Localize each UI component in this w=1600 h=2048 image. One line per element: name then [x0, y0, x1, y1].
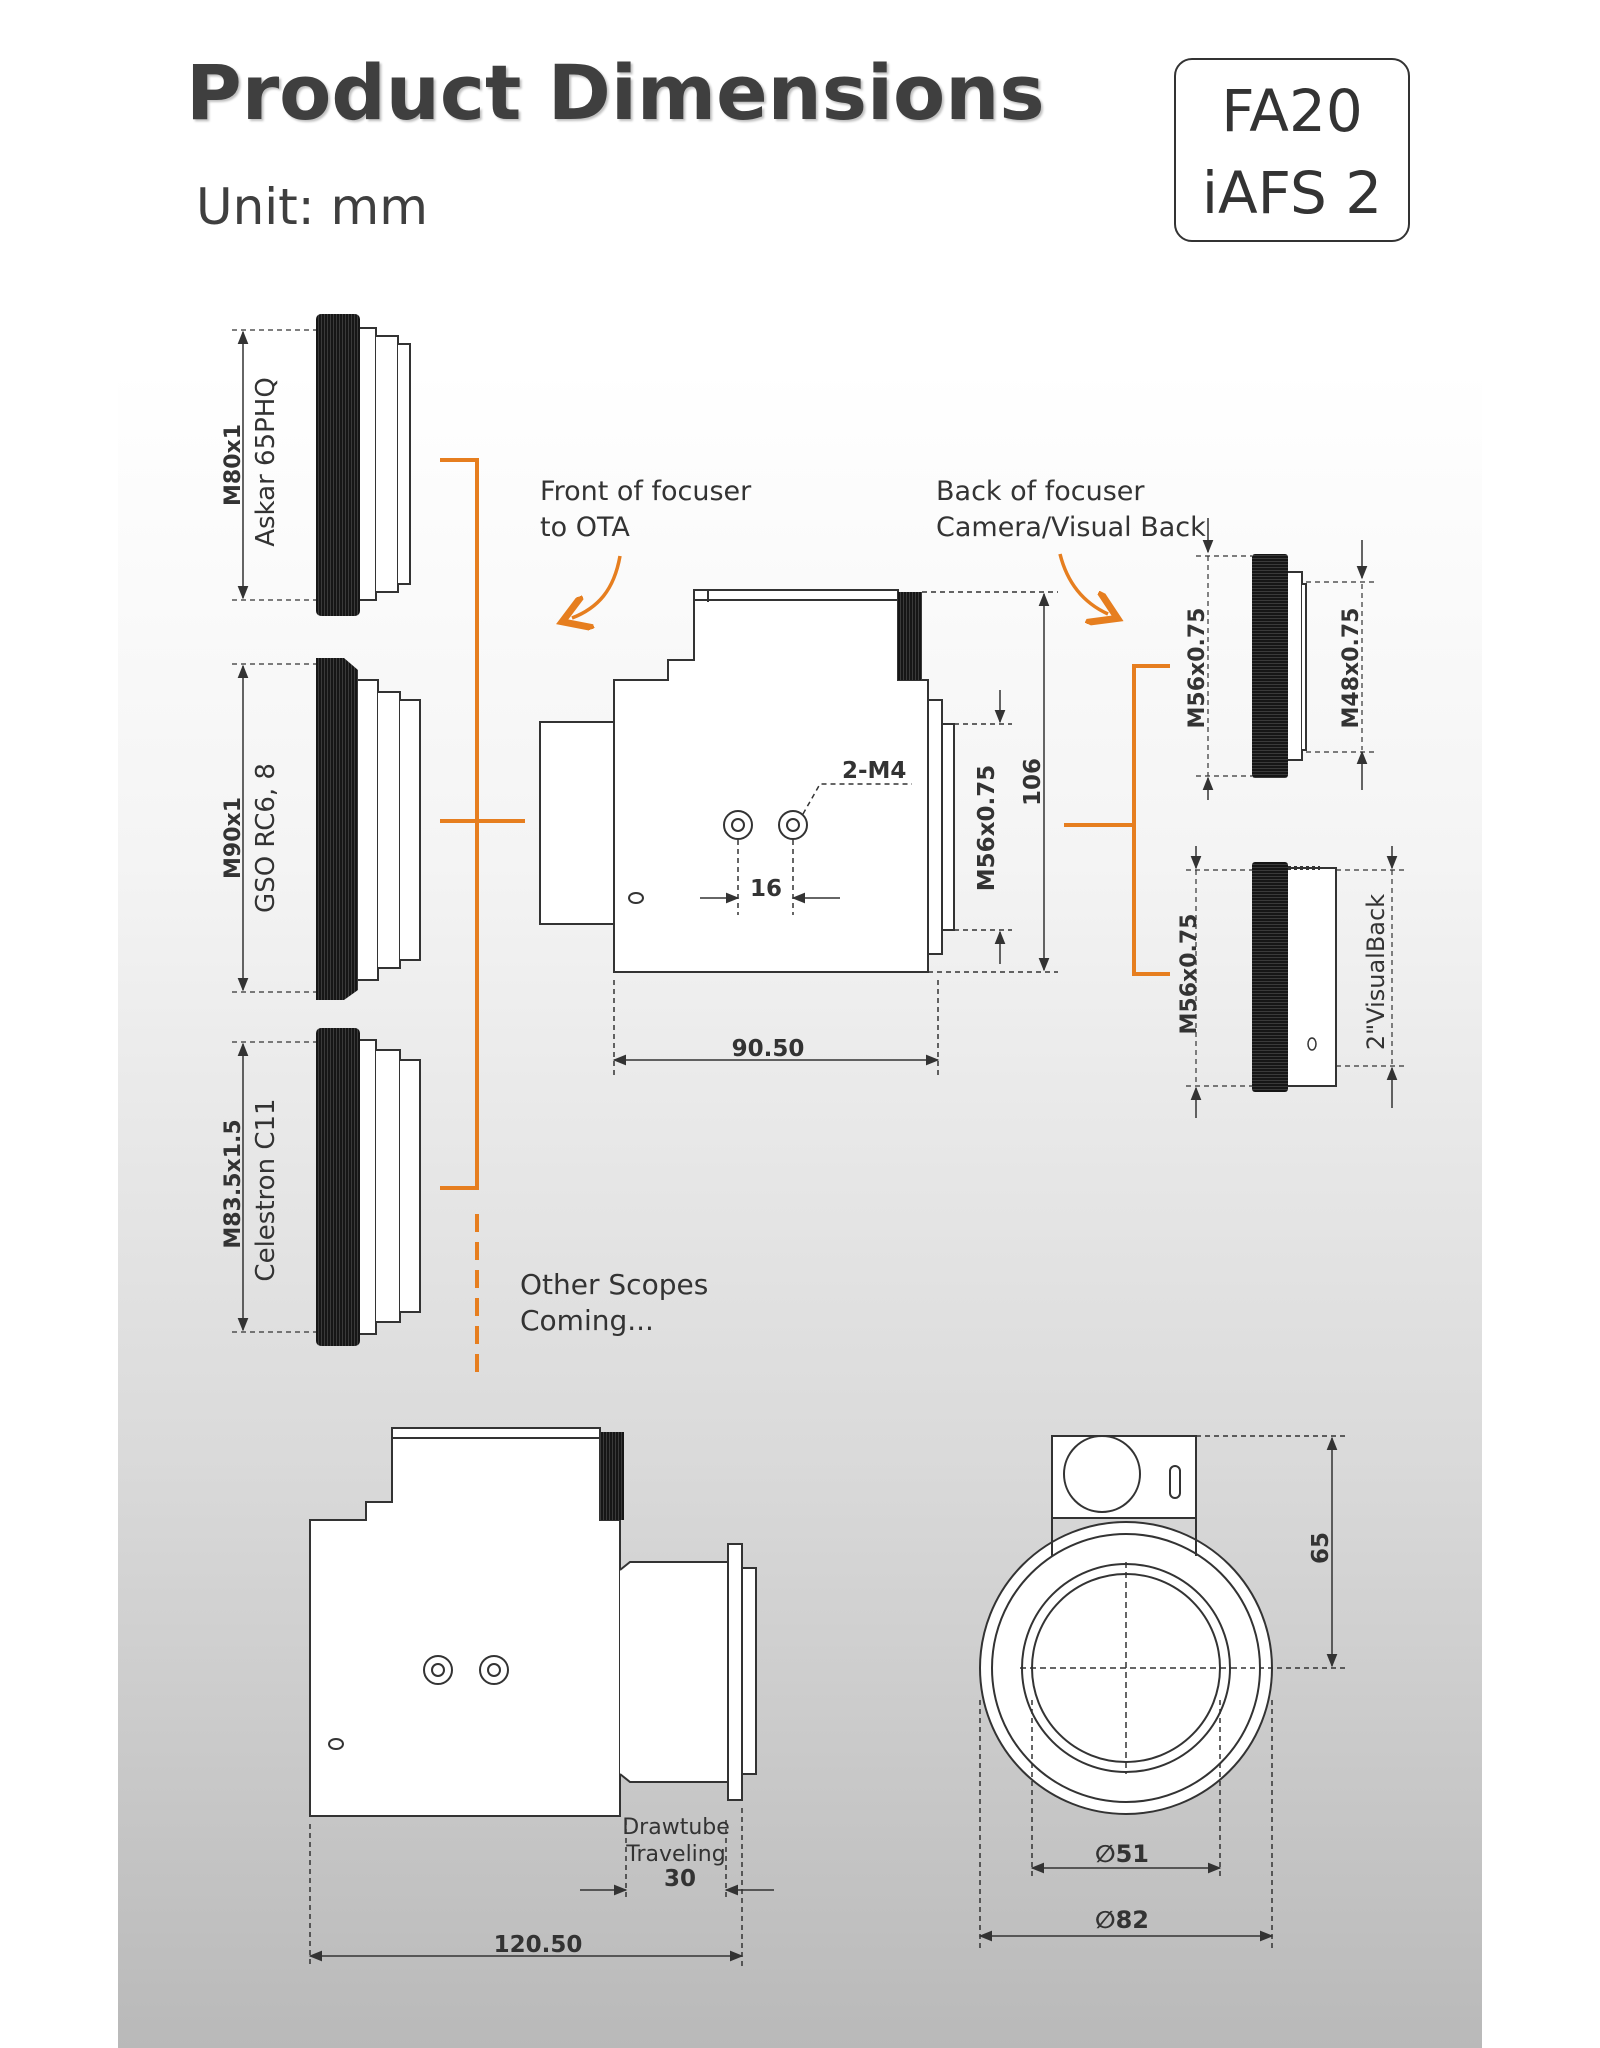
focuser-side-view [309, 1427, 757, 1817]
screw-label: 2-M4 [842, 758, 906, 784]
unit-label: Unit: mm [196, 178, 428, 236]
focuser-length: 90.50 [732, 1036, 805, 1062]
drawtube-travel: 30 [664, 1866, 696, 1892]
adapter-celestron-thread: M83.5x1.5 [221, 1119, 246, 1248]
other-scopes-line1: Other Scopes [520, 1268, 708, 1301]
adapter-askar: M80x1 Askar 65PHQ [221, 314, 411, 616]
back-note-arrow [1058, 553, 1108, 614]
adapter-visualback: M56x0.75 2"VisualBack [1177, 846, 1404, 1118]
screw-spacing: 16 [750, 876, 782, 902]
back-note-line1: Back of focuser [936, 476, 1145, 507]
adapter-celestron-scope: Celestron C11 [251, 1098, 281, 1281]
left-bracket [440, 458, 525, 1375]
focuser-top-view [539, 589, 955, 973]
focuser-side-dims [308, 1808, 774, 1968]
page-title: Product Dimensions [186, 48, 1045, 137]
adapter-askar-thread: M80x1 [221, 424, 246, 506]
adapter-askar-scope: Askar 65PHQ [251, 377, 281, 547]
end-outer-diameter: ∅82 [1095, 1906, 1149, 1934]
adapter-celestron: M83.5x1.5 Celestron C11 [221, 1028, 421, 1346]
adapter-m48-thread-out: M48x0.75 [1339, 608, 1364, 729]
adapter-gso-thread: M90x1 [221, 797, 246, 879]
model-badge: FA20 iAFS 2 [1174, 58, 1410, 242]
adapter-visualback-thread-out: 2"VisualBack [1362, 894, 1390, 1050]
end-inner-diameter: ∅51 [1095, 1840, 1149, 1868]
front-note-line1: Front of focuser [540, 476, 752, 507]
back-note-line2: Camera/Visual Back [936, 512, 1206, 543]
drawtube-line1: Drawtube [622, 1815, 730, 1840]
adapter-visualback-thread-in: M56x0.75 [1177, 914, 1202, 1035]
focuser-height: 106 [1020, 758, 1046, 806]
front-note-line2: to OTA [540, 512, 630, 543]
adapter-gso-scope: GSO RC6, 8 [251, 763, 281, 913]
right-bracket [1064, 664, 1170, 976]
drawtube-line2: Traveling [625, 1842, 725, 1867]
focuser-end-dims [978, 1435, 1346, 1948]
side-total-length: 120.50 [494, 1932, 583, 1958]
adapter-m48-thread-in: M56x0.75 [1185, 608, 1210, 729]
front-thread-label: M56x0.75 [974, 765, 1000, 891]
front-note-arrow [572, 555, 622, 618]
model-name: FA20 [1221, 77, 1363, 145]
other-scopes-line2: Coming... [520, 1304, 654, 1337]
adapter-m48: M56x0.75 M48x0.75 [1185, 518, 1374, 800]
focuser-top-dims [612, 591, 1058, 1076]
model-variant: iAFS 2 [1201, 159, 1383, 227]
adapter-gso: M90x1 GSO RC6, 8 [221, 658, 421, 1000]
end-height: 65 [1308, 1532, 1334, 1564]
